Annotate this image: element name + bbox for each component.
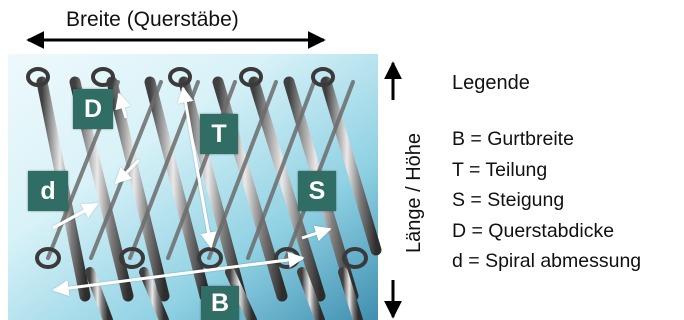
width-label: Breite (Querstäbe) xyxy=(66,8,239,31)
length-label: Länge / Höhe xyxy=(403,132,426,254)
legend-item-s: S = Steigung xyxy=(452,189,565,211)
loop-top-row xyxy=(26,67,335,87)
legend-item-t: T = Teilung xyxy=(452,158,548,181)
legend-item-b: B = Gurtbreite xyxy=(452,128,574,150)
pitch-arrow xyxy=(177,86,217,249)
tag-s: S xyxy=(298,171,336,211)
spiral-size-arrow-upper xyxy=(114,158,141,185)
length-label-container: Länge / Höhe xyxy=(396,103,432,283)
spiral-size-arrow-lower xyxy=(52,202,99,230)
tag-d-lower: d xyxy=(28,171,68,211)
tag-b: B xyxy=(201,286,239,320)
legend-item-d-upper: D = Querstabdicke xyxy=(452,219,615,242)
belt-width-arrow xyxy=(52,251,305,297)
black-dimension-arrows xyxy=(26,31,402,319)
white-annotation-arrows xyxy=(52,86,332,297)
bar-thickness-arrow xyxy=(115,92,131,119)
legend-item-d-lower: d = Spiral abmessung xyxy=(452,250,642,272)
pitch-angle-arrow xyxy=(301,225,332,242)
tag-t: T xyxy=(200,114,238,154)
tag-d-upper: D xyxy=(73,89,113,129)
legend-list: B = Gurtbreite T = Teilung S = Steigung … xyxy=(452,124,641,277)
legend-title: Legende xyxy=(452,72,530,94)
